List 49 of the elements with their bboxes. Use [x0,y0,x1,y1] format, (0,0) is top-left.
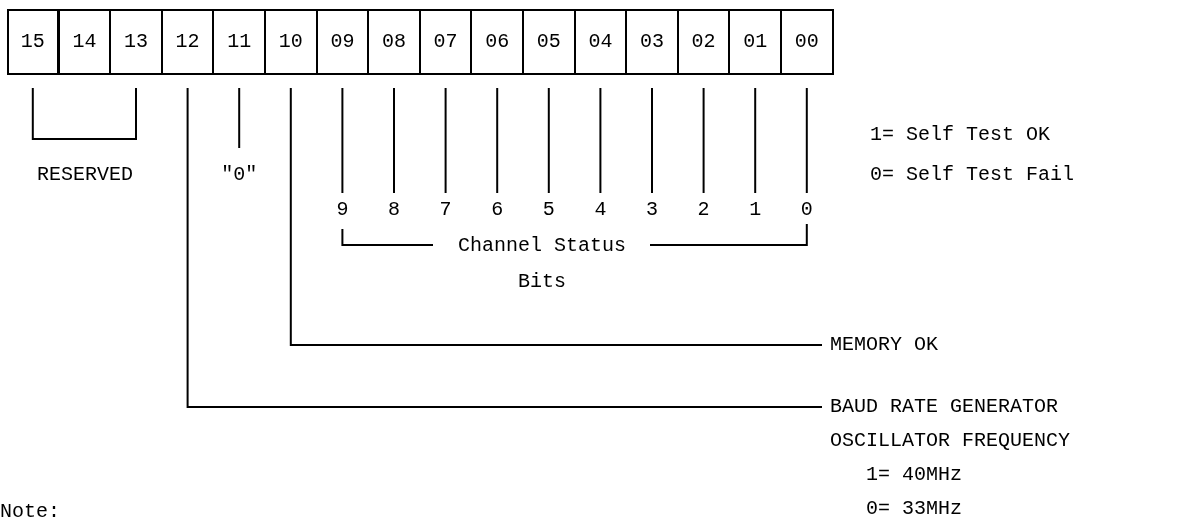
bit-cell: 10 [264,9,318,75]
leader-line [496,87,499,194]
bit-cell: 00 [780,9,834,75]
leader-line [754,87,757,194]
leader-line [702,87,705,194]
field-description: BAUD RATE GENERATOR OSCILLATOR FREQUENCY [830,394,1072,454]
leader-line [289,87,823,346]
leader-line [651,87,653,194]
bit-cell: 12 [160,9,215,75]
bit-cell: 03 [625,9,679,75]
bit-value-label: "0" [209,158,270,192]
bit-cell: 11 [212,9,266,75]
bit-number: 2 [693,193,714,227]
leader-line [341,87,344,194]
bit-cell: 15 [7,9,59,75]
leader-line [444,87,447,194]
bit-cell: 08 [367,9,421,75]
bit-number: 8 [384,193,404,227]
bit-cell: 04 [573,9,628,75]
value-description: 0= 33MHz [865,496,963,522]
leader-line [393,87,395,194]
bit-number: 3 [642,193,662,227]
value-description: 0= Self Test Fail [870,162,1076,188]
bit-cell: 06 [470,9,524,75]
bit-cell: 13 [109,9,163,75]
value-description: 1= 40MHz [865,462,963,488]
bit-number: 4 [590,193,611,227]
bit-number: 6 [487,193,508,227]
bit-cell: 05 [522,9,576,75]
leader-line [805,87,808,194]
bit-cell: 14 [57,9,112,75]
value-description: 1= Self Test OK [870,122,1052,148]
bit-number: 1 [745,193,766,227]
field-name: Channel Status Bits [457,233,627,295]
leader-line [186,87,823,408]
field-name: RESERVED [36,162,134,188]
field-description: MEMORY OK [830,328,950,362]
leader-line [238,87,241,149]
leader-line [599,87,602,194]
bit-number: 9 [332,193,353,227]
bit-cell: 09 [315,9,370,75]
bit-number: 5 [538,193,559,227]
bit-cell: 01 [728,9,782,75]
bit-number: 0 [796,193,817,227]
bit-cell: 07 [418,9,473,75]
bit-number: 7 [435,193,456,227]
note-text: Note: [0,499,61,525]
leader-line [547,87,550,194]
bit-cell: 02 [676,9,731,75]
